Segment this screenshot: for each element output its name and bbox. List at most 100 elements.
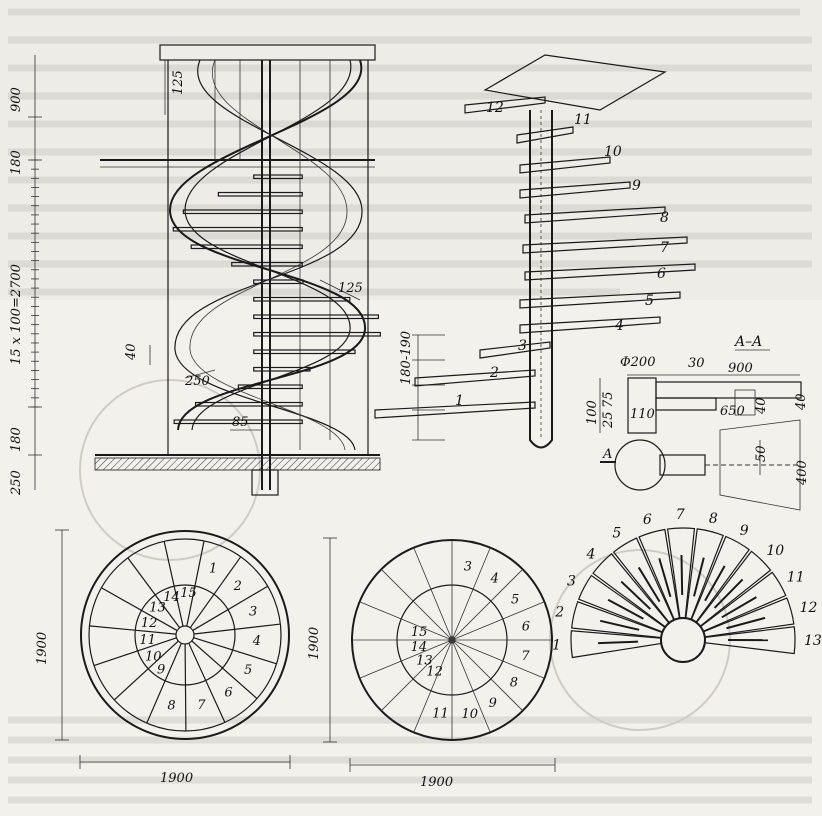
section-900: 900 [728, 361, 753, 376]
isometric-step [520, 317, 660, 333]
section-75: 75 [601, 391, 616, 408]
iso-step-number: 12 [486, 100, 504, 116]
plan-mid-step-number: 10 [461, 707, 478, 722]
section-400: 400 [795, 460, 810, 486]
dim-180-190: 180-190 [399, 331, 414, 385]
plan-mid-step-number: 15 [411, 625, 428, 640]
plan-right-step-number: 5 [612, 525, 621, 541]
elevation-tread [196, 403, 303, 407]
plan-mid-step-number: 7 [521, 649, 530, 664]
dim-40: 40 [124, 343, 139, 361]
plan-left-step-number: 4 [252, 634, 261, 649]
iso-step-number: 9 [632, 178, 641, 194]
plan-left-step-number: 9 [157, 662, 165, 677]
plan-left-height: 1900 [35, 632, 50, 665]
section-40b: 40 [794, 393, 809, 411]
plan-right-step-number: 4 [585, 546, 595, 562]
elevation-tread [254, 315, 379, 319]
plan-left-step-number: 12 [141, 616, 158, 631]
isometric-step [415, 370, 535, 386]
dim-180-upper: 180 [9, 150, 24, 175]
dim-250-radius: 250 [184, 374, 210, 389]
isometric-step [480, 342, 550, 358]
plan-right-step-number: 11 [787, 569, 805, 585]
plan-right-tread [703, 598, 793, 637]
dim-250: 250 [9, 470, 24, 496]
iso-step-number: 7 [660, 240, 669, 256]
section-a-a: A–A Φ200 900 30 100 75 25 110 650 40 40 … [585, 334, 810, 510]
iso-step-number: 4 [614, 318, 624, 334]
plan-mid-step-number: 14 [411, 640, 428, 655]
section-110: 110 [630, 407, 655, 422]
plan-mid-width: 1900 [420, 775, 453, 790]
plan-mid-step-number: 4 [490, 571, 499, 586]
plan-view-middle [352, 540, 552, 740]
dim-180-lower: 180 [9, 427, 24, 452]
plan-mid-step-number: 6 [522, 620, 530, 635]
section-50: 50 [754, 445, 769, 462]
plan-mid-height: 1900 [307, 627, 322, 660]
plan-mid-step-number: 13 [416, 654, 433, 669]
section-25: 25 [601, 411, 616, 429]
iso-step-number: 2 [489, 365, 499, 381]
plan-left-step-number: 8 [167, 699, 175, 714]
plan-left-step-number: 14 [163, 590, 180, 605]
elevation-tread [254, 350, 355, 354]
iso-step-number: 3 [518, 338, 527, 354]
dim-125-top: 125 [171, 70, 186, 95]
iso-step-number: 10 [604, 144, 622, 160]
plan-right-tread [579, 576, 665, 632]
plan-right-tread [571, 631, 661, 658]
plan-right-step-number: 13 [804, 633, 822, 649]
plan-left-width: 1900 [160, 771, 193, 786]
plan-left-step-number: 5 [244, 663, 252, 678]
section-30: 30 [688, 356, 705, 371]
elevation-tread [254, 333, 381, 337]
dim-900: 900 [9, 87, 24, 112]
plan-left-step-number: 6 [224, 685, 232, 700]
plan-mid-step-number: 9 [489, 696, 497, 711]
iso-step-number: 5 [645, 293, 654, 309]
plan-right-step-number: 2 [554, 605, 564, 621]
plan-left-step-number: 7 [197, 698, 206, 713]
plan-left-step-number: 10 [145, 650, 162, 665]
plan-view-right [571, 528, 795, 662]
plan-left-step-number: 3 [249, 604, 257, 619]
section-marker-a: A [602, 447, 612, 462]
plan-right-step-number: 10 [766, 543, 784, 559]
section-650: 650 [720, 404, 745, 419]
plan-right-step-number: 8 [709, 511, 718, 527]
plan-right-step-number: 1 [552, 638, 561, 654]
iso-step-number: 8 [660, 210, 669, 226]
plan-mid-step-number: 8 [510, 676, 518, 691]
plan-left-step-number: 11 [139, 633, 156, 648]
plan-left-step-number: 1 [209, 562, 217, 577]
iso-step-number: 11 [574, 112, 592, 128]
section-40a: 40 [754, 397, 769, 415]
plan-right-tread [701, 572, 786, 631]
plan-mid-step-number: 3 [464, 560, 472, 575]
iso-step-number: 6 [657, 266, 666, 282]
section-title: A–A [733, 334, 762, 350]
plan-left-step-number: 2 [233, 579, 242, 594]
section-100: 100 [585, 400, 600, 425]
plan-mid-step-number: 5 [511, 592, 519, 607]
plan-right-step-number: 3 [567, 573, 576, 589]
dim-125-rail: 125 [338, 281, 363, 296]
plan-right-step-number: 9 [740, 523, 749, 539]
plan-left-step-number: 15 [180, 586, 197, 601]
plan-right-step-number: 7 [676, 507, 685, 523]
dim-15x100: 15 x 100=2700 [9, 264, 24, 365]
plan-mid-step-number: 11 [432, 706, 449, 721]
plan-right-step-number: 6 [643, 512, 652, 528]
dim-85: 85 [232, 415, 249, 430]
plan-right-tread [691, 537, 749, 623]
plan-right-step-number: 12 [800, 600, 818, 616]
section-phi200: Φ200 [620, 355, 655, 370]
iso-step-number: 1 [455, 393, 464, 409]
